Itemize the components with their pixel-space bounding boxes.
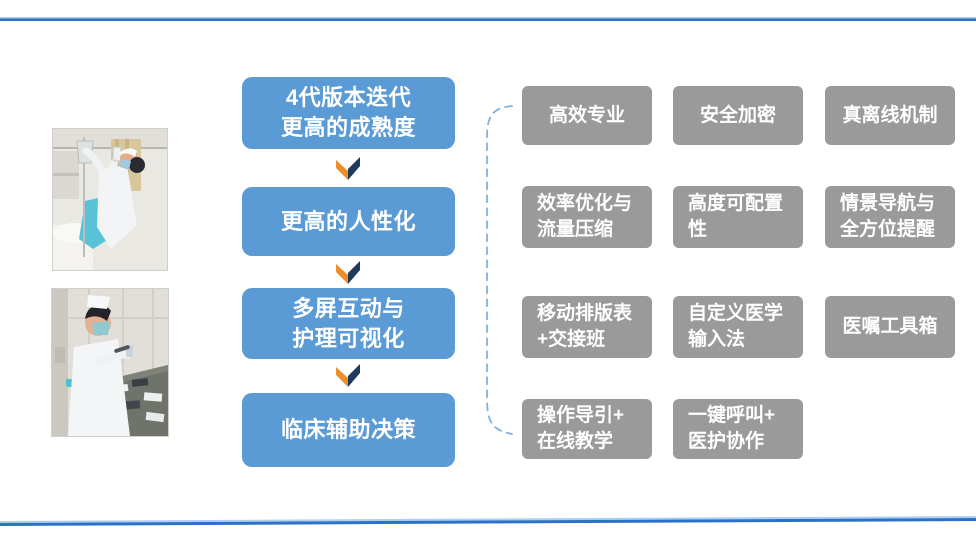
- feature-box-custom-medical-ime: 自定义医学 输入法: [673, 296, 803, 358]
- flow-box-multiscreen: 多屏互动与 护理可视化: [242, 288, 455, 359]
- flow-box-humanization: 更高的人性化: [242, 187, 455, 256]
- flow-box-line: 临床辅助决策: [280, 417, 416, 442]
- feature-box-line: 高效专业: [548, 104, 625, 126]
- feature-box-secure-encryption: 安全加密: [673, 86, 803, 145]
- feature-box-line: 高度可配置: [688, 193, 784, 214]
- feature-box-highly-configurable: 高度可配置 性: [673, 186, 803, 248]
- chevron-down-icon: [336, 157, 360, 180]
- dashed-bracket: [486, 105, 513, 435]
- feature-box-line: 安全加密: [699, 104, 776, 126]
- photo-nurse-medication-check: [51, 288, 169, 437]
- flow-box-line: 多屏互动与: [292, 295, 405, 321]
- chevron-down-icon: [336, 261, 360, 284]
- flow-box-line: 4代版本迭代: [285, 85, 412, 110]
- feature-box-efficient-professional: 高效专业: [522, 86, 652, 145]
- photo-nurse-iv-scan: [52, 128, 168, 271]
- feature-box-line: +交接班: [537, 329, 606, 350]
- feature-box-efficiency-optimization: 效率优化与 流量压缩: [522, 186, 652, 248]
- feature-box-line: 在线教学: [537, 431, 614, 452]
- feature-box-true-offline: 真离线机制: [825, 86, 955, 145]
- feature-box-line: 真离线机制: [842, 104, 938, 126]
- feature-box-line: 自定义医学: [688, 303, 784, 324]
- feature-box-line: 移动排版表: [537, 303, 633, 324]
- feature-box-line: 效率优化与: [537, 193, 633, 214]
- flow-box-line: 护理可视化: [292, 325, 405, 351]
- feature-box-line: 流量压缩: [537, 219, 614, 240]
- feature-box-line: 医护协作: [688, 431, 765, 452]
- feature-box-line: 医嘱工具箱: [842, 316, 938, 337]
- feature-box-operation-guide: 操作导引+ 在线教学: [522, 399, 652, 459]
- feature-box-order-toolbox: 医嘱工具箱: [825, 296, 955, 358]
- photo-nurse-iv-scan-illustration: [53, 129, 167, 270]
- flow-box-line: 更高的成熟度: [280, 115, 416, 140]
- feature-box-line: 操作导引+: [537, 405, 625, 426]
- feature-box-line: 情景导航与: [840, 193, 936, 214]
- flow-box-clinical-decision: 临床辅助决策: [242, 393, 455, 467]
- feature-box-line: 输入法: [688, 329, 746, 350]
- feature-box-mobile-schedule: 移动排版表 +交接班: [522, 296, 652, 358]
- top-divider-line: [0, 17, 976, 21]
- flow-box-version-iteration: 4代版本迭代 更高的成熟度: [242, 77, 455, 149]
- feature-box-one-key-call: 一键呼叫+ 医护协作: [673, 399, 803, 459]
- bottom-divider-line: [0, 516, 976, 526]
- flow-box-line: 更高的人性化: [280, 208, 416, 234]
- photo-nurse-medication-check-illustration: [52, 289, 168, 436]
- feature-box-scenario-navigation: 情景导航与 全方位提醒: [825, 186, 955, 248]
- feature-box-line: 性: [688, 219, 708, 240]
- chevron-down-icon: [336, 364, 360, 387]
- feature-box-line: 一键呼叫+: [688, 405, 776, 426]
- feature-box-line: 全方位提醒: [840, 219, 936, 240]
